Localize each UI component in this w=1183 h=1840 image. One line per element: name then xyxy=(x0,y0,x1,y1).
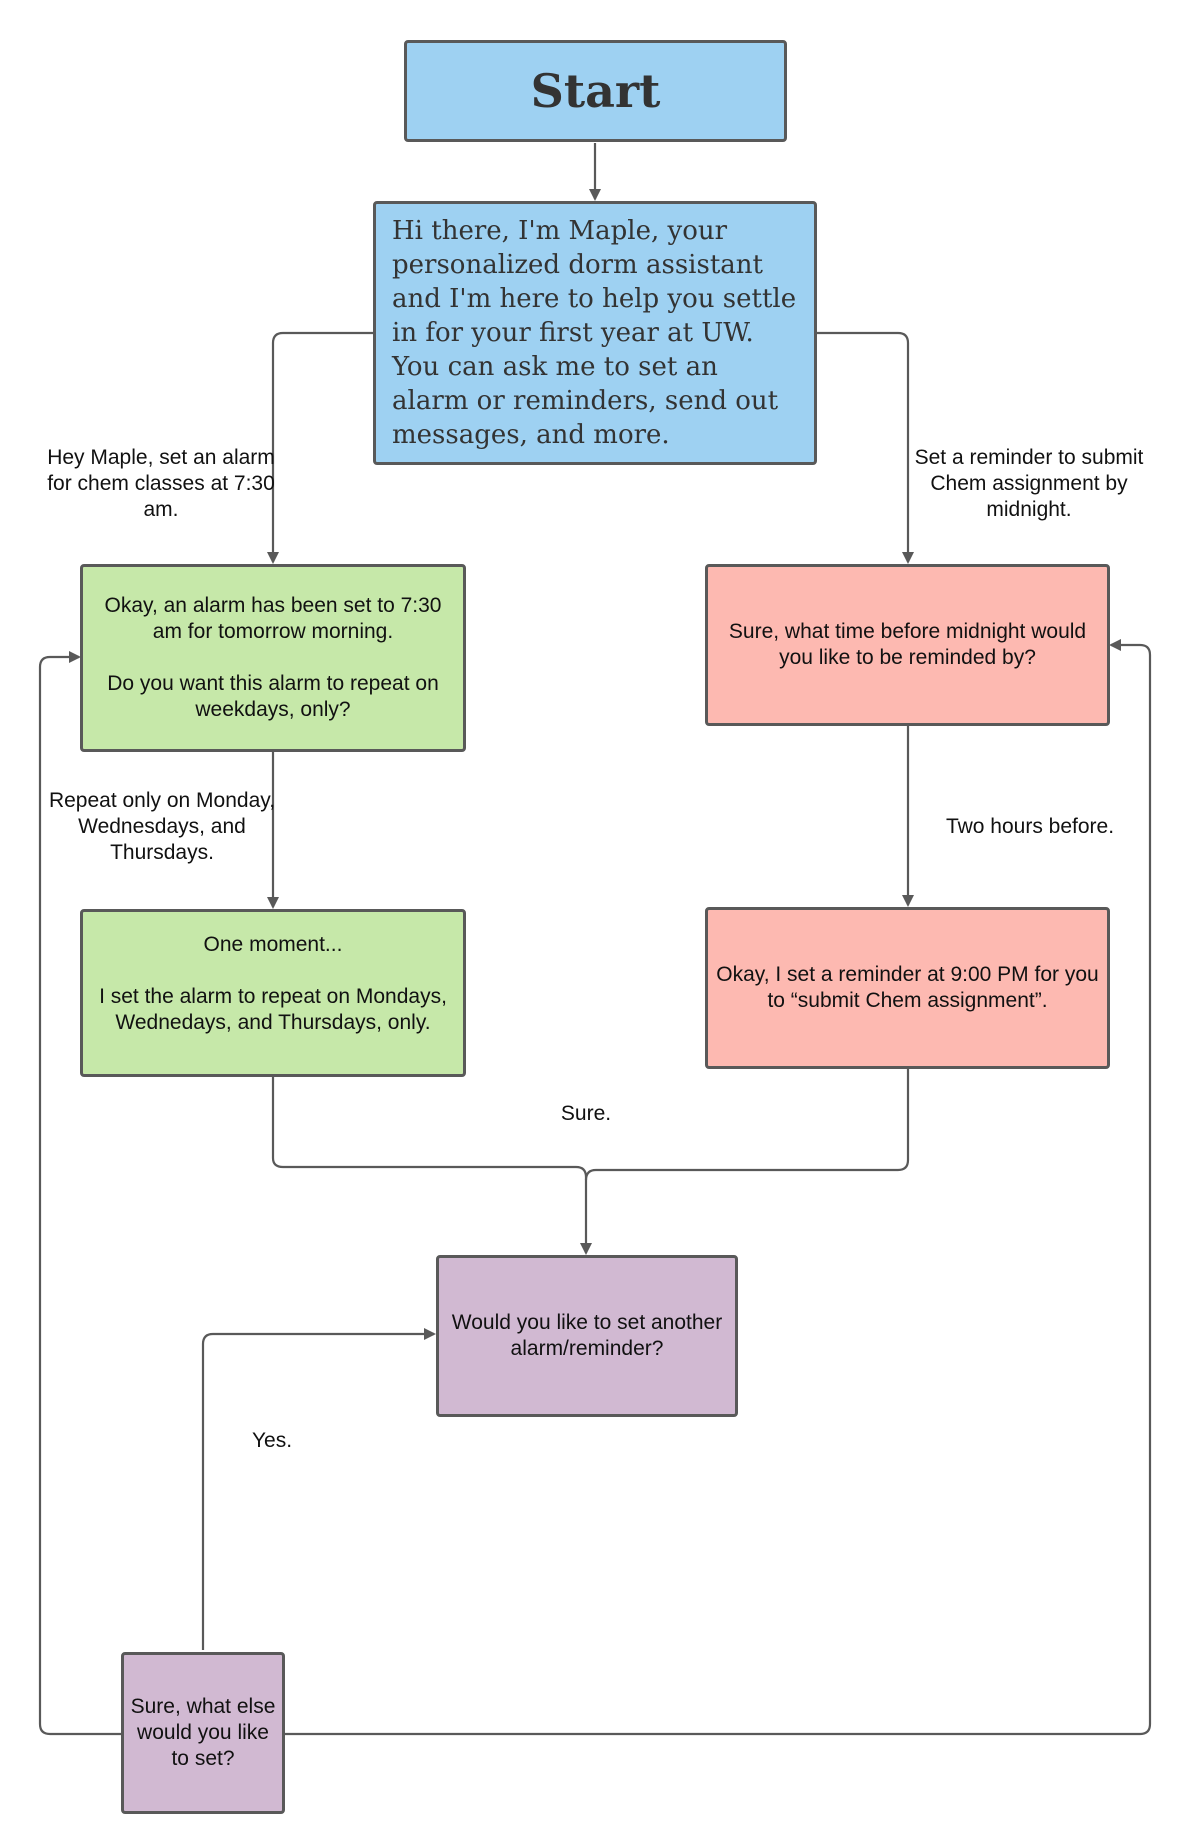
edge-intro-to-alarm xyxy=(267,331,373,564)
another-alarm-question-node: Would you like to set another alarm/remi… xyxy=(436,1255,738,1417)
reminder-time-question-node: Sure, what time before midnight would yo… xyxy=(705,564,1110,726)
edge-label-sure: Sure. xyxy=(560,1102,612,1125)
intro-message-node: Hi there, I'm Maple, your personalized d… xyxy=(373,201,817,465)
reminder-confirmation-node: Okay, I set a reminder at 9:00 PM for yo… xyxy=(705,907,1110,1069)
edge-label-yes: Yes. xyxy=(251,1429,293,1452)
edge-label-reminder-request: Set a reminder to submit Chem assignment… xyxy=(914,446,1144,521)
what-else-node: Sure, what else would you like to set? xyxy=(121,1652,285,1814)
alarm-confirmation-node: Okay, an alarm has been set to 7:30 am f… xyxy=(80,564,466,752)
edge-repeat-to-another xyxy=(271,1076,592,1255)
edge-label-two-hours: Two hours before. xyxy=(945,815,1115,838)
edge-what-else-to-alarm xyxy=(38,651,121,1736)
edge-label-alarm-request: Hey Maple, set an alarm for chem classes… xyxy=(47,446,275,521)
edge-label-repeat-days: Repeat only on Monday, Wednesdays, and T… xyxy=(48,789,276,864)
edge-what-else-to-another xyxy=(201,1328,436,1650)
edge-intro-to-reminder xyxy=(817,331,914,564)
edge-what-else-to-reminder xyxy=(285,639,1152,1736)
start-node: Start xyxy=(404,40,787,142)
edge-reminder-set-to-another xyxy=(584,1068,910,1181)
alarm-repeat-node: One moment... I set the alarm to repeat … xyxy=(80,909,466,1077)
